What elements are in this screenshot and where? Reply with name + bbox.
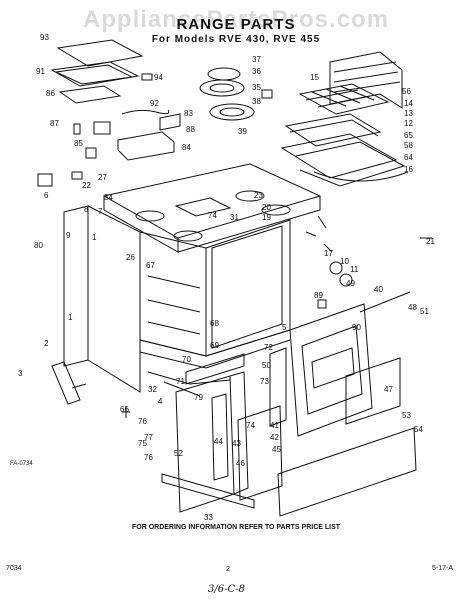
- callout-label-7: 7: [98, 207, 103, 216]
- callout-label-69: 69: [210, 341, 219, 350]
- callout-label-34: 34: [104, 193, 113, 202]
- callout-label-71: 71: [176, 377, 185, 386]
- callout-label-66: 66: [120, 405, 129, 414]
- footer-code-right: 5-17-A: [432, 565, 454, 572]
- callout-label-26: 26: [126, 253, 135, 262]
- callout-label-9: 9: [66, 231, 71, 240]
- callout-label-76: 76: [144, 453, 153, 462]
- callout-label-46: 46: [236, 459, 245, 468]
- callout-label-67: 67: [146, 261, 155, 270]
- callout-label-14: 14: [404, 99, 413, 108]
- page-title: RANGE PARTS: [176, 16, 296, 33]
- ordering-note: FOR ORDERING INFORMATION REFER TO PARTS …: [131, 524, 341, 531]
- callout-label-84: 84: [182, 143, 191, 152]
- callout-label-64: 64: [404, 153, 413, 162]
- callout-label-47: 47: [384, 385, 393, 394]
- callout-label-6: 6: [44, 191, 49, 200]
- callout-label-77: 77: [144, 433, 153, 442]
- footer-code-left: 7034: [6, 565, 22, 572]
- callout-label-44: 44: [214, 437, 223, 446]
- callout-label-43: 43: [232, 439, 241, 448]
- callout-label-56: 56: [402, 87, 411, 96]
- callout-label-70: 70: [182, 355, 191, 364]
- callout-label-3: 3: [18, 369, 23, 378]
- callout-label-74: 74: [246, 421, 255, 430]
- callout-label-10: 10: [340, 257, 349, 266]
- callout-label-58: 58: [404, 141, 413, 150]
- callout-label-33: 33: [204, 513, 213, 522]
- callout-label-1: 1: [92, 233, 97, 242]
- callout-label-23: 23: [254, 191, 263, 200]
- callout-label-53: 53: [402, 411, 411, 420]
- callout-label-21: 21: [426, 237, 435, 246]
- callout-label-91: 91: [36, 67, 45, 76]
- callout-label-15: 15: [310, 73, 319, 82]
- callout-label-22: 22: [82, 181, 91, 190]
- handwritten-note: 3/6-C-8: [208, 584, 245, 595]
- callout-label-80: 80: [34, 241, 43, 250]
- callout-label-16: 16: [404, 165, 413, 174]
- callout-label-38: 38: [252, 97, 261, 106]
- callout-label-11: 11: [350, 265, 359, 274]
- callout-label-86: 86: [46, 89, 55, 98]
- callout-label-87: 87: [50, 119, 59, 128]
- callout-label-72: 72: [264, 343, 273, 352]
- callout-label-40: 40: [374, 285, 383, 294]
- callout-label-20: 20: [262, 203, 271, 212]
- callout-label-89: 89: [314, 291, 323, 300]
- callout-label-75: 75: [138, 439, 147, 448]
- callout-label-79: 79: [194, 393, 203, 402]
- callout-label-52: 52: [174, 449, 183, 458]
- callout-label-74: 74: [208, 211, 217, 220]
- model-subtitle: For Models RVE 430, RVE 455: [151, 34, 321, 45]
- callout-label-94: 94: [154, 73, 163, 82]
- figure-code: FA-0734: [10, 461, 33, 467]
- callout-label-17: 17: [324, 249, 333, 258]
- callout-label-4: 4: [158, 397, 163, 406]
- callout-label-39: 39: [238, 127, 247, 136]
- callout-label-36: 36: [252, 67, 261, 76]
- callout-label-48: 48: [408, 303, 417, 312]
- callout-label-12: 12: [404, 119, 413, 128]
- callout-label-93: 93: [40, 33, 49, 42]
- callout-label-45: 45: [272, 445, 281, 454]
- oven-door: [289, 303, 373, 437]
- callout-label-5: 5: [282, 323, 287, 332]
- callout-label-50: 50: [262, 361, 271, 370]
- callout-label-76: 76: [138, 417, 147, 426]
- callout-label-88: 88: [186, 125, 195, 134]
- callout-label-2: 2: [44, 339, 49, 348]
- callout-label-35: 35: [252, 83, 261, 92]
- callout-label-19: 19: [262, 213, 271, 222]
- callout-label-51: 51: [420, 307, 429, 316]
- callout-label-49: 49: [346, 279, 355, 288]
- callout-label-65: 65: [404, 131, 413, 140]
- callout-label-8: 8: [84, 205, 89, 214]
- side-panel: [63, 205, 89, 367]
- callout-label-54: 54: [414, 425, 423, 434]
- callout-label-73: 73: [260, 377, 269, 386]
- callout-label-42: 42: [270, 433, 279, 442]
- callout-label-92: 92: [150, 99, 159, 108]
- callout-label-32: 32: [148, 385, 157, 394]
- callout-label-85: 85: [74, 139, 83, 148]
- callout-label-31: 31: [230, 213, 239, 222]
- callout-label-37: 37: [252, 55, 261, 64]
- callout-label-13: 13: [404, 109, 413, 118]
- callout-label-83: 83: [184, 109, 193, 118]
- footer-page-number: 2: [226, 566, 230, 573]
- cooktop-panel: [56, 39, 144, 67]
- callout-label-41: 41: [270, 421, 279, 430]
- callout-label-90: 90: [352, 323, 361, 332]
- callout-label-1: 1: [68, 313, 73, 322]
- callout-label-68: 68: [210, 319, 219, 328]
- watermark: AppliancePartsPros.com: [82, 6, 390, 33]
- callout-label-27: 27: [98, 173, 107, 182]
